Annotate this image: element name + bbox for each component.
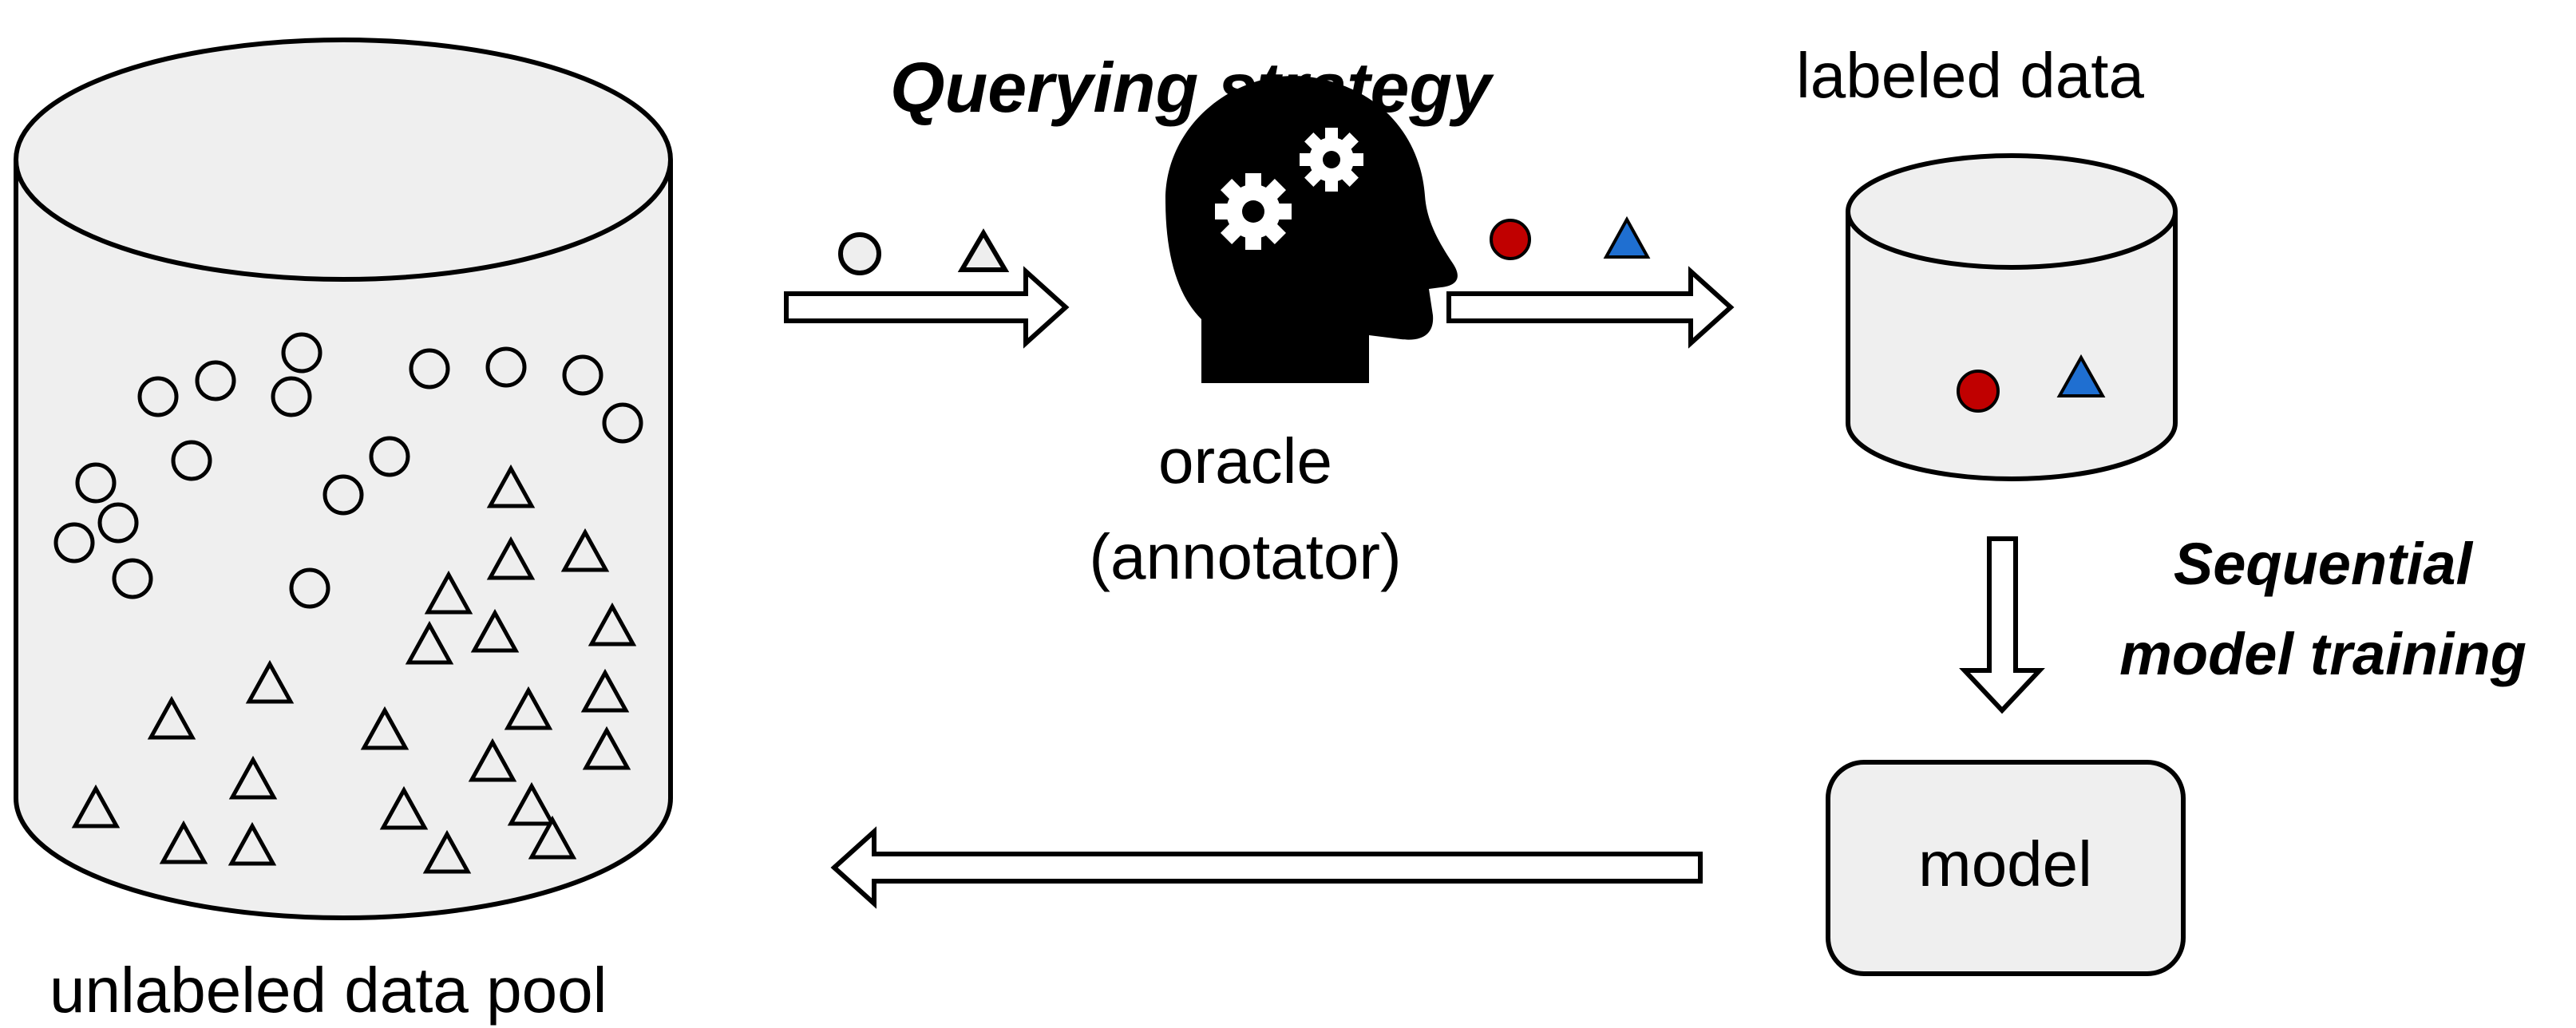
labeled-triangle	[2056, 354, 2106, 397]
unlabeled-triangle	[486, 536, 536, 580]
arrow-to-oracle	[784, 266, 1070, 349]
unlabeled-circle	[281, 332, 322, 374]
querying-strategy-title: Querying strategy	[890, 48, 1494, 127]
pool-triangles	[71, 464, 637, 874]
model-label: model	[1918, 828, 2092, 900]
unlabeled-circle	[322, 474, 364, 516]
model-training-label: model training	[2119, 621, 2527, 687]
unlabeled-circle	[97, 502, 139, 544]
pool-label: unlabeled data pool	[49, 955, 607, 1026]
unlabeled-circle	[195, 360, 236, 401]
unlabeled-triangle	[245, 659, 295, 704]
unlabeled-circle	[289, 567, 330, 609]
model-box	[1826, 760, 2186, 976]
unlabeled-triangle	[504, 686, 553, 730]
oracle-label: oracle	[1158, 425, 1332, 496]
unlabeled-triangle	[147, 695, 196, 740]
unlabeled-circle	[485, 346, 527, 388]
query-triangle	[957, 228, 1010, 272]
unlabeled-triangle	[470, 608, 520, 653]
query-circle	[838, 232, 881, 275]
labeled-circle	[1957, 370, 2000, 413]
unlabeled-circle	[137, 376, 179, 417]
unlabeled-triangle	[424, 570, 473, 615]
pool-circles	[53, 332, 643, 609]
arrow-to-labeled-data	[1446, 266, 1735, 349]
unlabeled-circle	[602, 402, 643, 444]
annotator-label: (annotator)	[1089, 521, 1401, 592]
labeled-data-cylinder	[1846, 153, 2178, 481]
unlabeled-triangle	[588, 602, 637, 646]
unlabeled-triangle	[405, 620, 454, 665]
labeled-query-triangle	[1603, 215, 1651, 259]
arrow-back-to-pool	[830, 826, 1703, 909]
unlabeled-circle	[171, 440, 212, 481]
labeled-data-label: labeled data	[1796, 40, 2144, 111]
unlabeled-triangle	[582, 726, 631, 770]
unlabeled-circle	[271, 376, 312, 417]
unlabeled-triangle	[528, 815, 577, 860]
unlabeled-circle	[562, 354, 603, 396]
head-with-gears-icon	[1165, 76, 1458, 383]
unlabeled-circle	[409, 348, 450, 389]
unlabeled-triangle	[468, 737, 517, 782]
unlabeled-triangle	[379, 785, 429, 830]
unlabeled-triangle	[422, 829, 472, 874]
unlabeled-triangle	[507, 781, 556, 826]
unlabeled-triangle	[580, 668, 630, 713]
unlabeled-triangle	[360, 706, 410, 750]
unlabeled-triangle	[159, 820, 208, 864]
unlabeled-triangle	[228, 821, 277, 866]
unlabeled-circle	[369, 436, 410, 477]
labeled-query-circle	[1490, 219, 1531, 260]
arrow-to-model	[1959, 536, 2045, 714]
unlabeled-circle	[112, 558, 153, 599]
unlabeled-circle	[75, 462, 117, 504]
unlabeled-triangle	[71, 784, 121, 828]
unlabeled-triangle	[560, 528, 610, 572]
unlabeled-triangle	[228, 755, 278, 800]
unlabeled-triangle	[486, 464, 536, 508]
unlabeled-circle	[53, 522, 95, 563]
sequential-label: Sequential	[2174, 531, 2474, 597]
